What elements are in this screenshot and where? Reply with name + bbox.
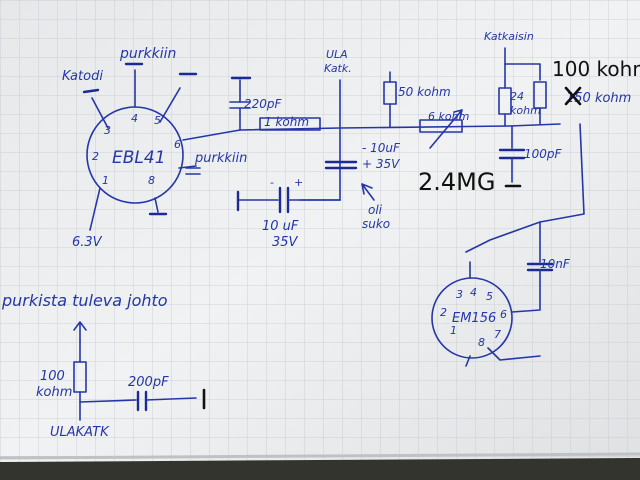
cap10-minus: - <box>270 176 274 189</box>
pin1-lead <box>89 187 101 231</box>
label-10nf: 10nF <box>540 257 571 271</box>
oli-suko-arrow <box>361 183 375 201</box>
tube-left-pin-3: 3 <box>104 124 111 137</box>
lower-right-wiring: 10nF <box>465 123 585 313</box>
label-50kohm: 50 kohm <box>398 85 451 99</box>
label-purkista-tuleva-johto: purkista tuleva johto <box>1 291 168 310</box>
potentiometer-body <box>419 119 463 133</box>
pin3-terminal <box>82 88 100 94</box>
resistor-50kohm-group: 50 kohm <box>383 71 451 128</box>
em-pin8-lead <box>465 355 471 367</box>
tube-left-pin-8: 8 <box>148 174 155 187</box>
tube-left-pin-6: 6 <box>174 138 181 151</box>
pin7-double-mark <box>185 167 201 175</box>
tube-right-pin-2: 2 <box>440 306 447 319</box>
tube-left-pin-1: 1 <box>102 174 109 187</box>
label-100kohm: 100 kohm <box>552 57 640 81</box>
label-note-kohm: kohm <box>36 385 72 400</box>
label-6-3v: 6.3V <box>72 235 103 250</box>
label-ulakatk: ULAKATK <box>50 425 110 440</box>
tube-right-pin-3: 3 <box>456 288 463 301</box>
top-signal-rail: 220pF 1 kohm <box>229 76 561 131</box>
katk-split <box>504 63 541 81</box>
label-24: 24 <box>510 90 524 103</box>
rail-line <box>239 123 561 131</box>
c10nf-lead-bottom <box>511 269 541 313</box>
tube-right-pin-1: 1 <box>450 324 457 337</box>
note-arrow-up <box>73 321 87 341</box>
tube-em156: 3 4 5 2 1 6 8 7 EM156 <box>431 261 541 367</box>
tube-left-pin-5: 5 <box>154 114 161 127</box>
cap10-plus: + <box>294 176 303 189</box>
label-purkkiin-right: purkkiin <box>194 151 247 166</box>
label-2-4mg: 2.4MG <box>418 168 495 196</box>
pin5-lead <box>159 87 181 123</box>
tube-right-pin-6: 6 <box>500 308 507 321</box>
label-kohm-24: kohm <box>510 104 541 117</box>
pin3-lead <box>91 97 109 129</box>
note-cap-plates <box>136 390 148 412</box>
lower-note: purkista tuleva johto 100 kohm 200pF ULA… <box>1 291 206 440</box>
page-stack-edge <box>0 452 640 460</box>
tube-em156-outline <box>431 277 513 359</box>
label-35v-top: + 35V <box>362 157 400 171</box>
label-ula: ULA <box>326 48 348 61</box>
tube-right-pin-4: 4 <box>470 286 477 299</box>
resistor-1kohm <box>259 117 321 131</box>
tube-right-name: EM156 <box>452 311 496 326</box>
tube-left-name: EBL41 <box>112 148 166 168</box>
tube-right-pin-7: 7 <box>494 328 501 341</box>
label-6kohm: 6 kohm <box>428 110 469 123</box>
desk-edge <box>0 458 640 480</box>
tube-ebl41: 3 4 5 6 2 1 8 EBL41 Katodi purkkiin purk… <box>62 46 247 250</box>
label-10uf-top: - 10uF <box>362 141 401 155</box>
em-pin7-lead <box>487 347 541 361</box>
label-katkaisin: Katkaisin <box>484 30 534 43</box>
note-wire-to-cap <box>79 399 137 403</box>
tube-right-pin-8: 8 <box>478 336 485 349</box>
tube-left-pin-4: 4 <box>131 112 138 125</box>
label-35v-bottom: 35V <box>272 235 299 250</box>
strike-mark <box>564 86 582 106</box>
label-note-200pf: 200pF <box>128 375 169 390</box>
label-purkkiin-top: purkkiin <box>119 46 176 62</box>
pin6-lead <box>182 129 241 141</box>
cap-10uf-bottom: - + 10 uF 35V <box>236 176 341 250</box>
ula-katk-branch: ULA Katk. - 10uF + 35V oli suko <box>324 48 401 231</box>
label-note-100: 100 <box>40 369 65 384</box>
tube-left-pin-2: 2 <box>92 150 99 163</box>
label-katodi: Katodi <box>62 69 103 84</box>
label-220pf: 220pF <box>244 97 283 111</box>
label-1kohm: 1 kohm <box>264 115 309 129</box>
pot-arrow <box>429 109 463 149</box>
label-crossed-value: 150 kohm <box>566 91 631 106</box>
label-10uf-bottom: 10 uF <box>262 219 299 234</box>
tube-right-pin-5: 5 <box>486 290 493 303</box>
katkaisin-group: Katkaisin 24 kohm 100 kohm 150 kohm 100p… <box>484 30 640 188</box>
label-katk: Katk. <box>324 62 352 75</box>
label-100pf: 100pF <box>524 147 563 161</box>
pin7-lead <box>178 165 197 169</box>
label-oli: oli <box>368 203 383 217</box>
note-wire-right <box>145 397 197 401</box>
potentiometer-group: 6 kohm 2.4MG <box>418 109 495 196</box>
pin8-lead <box>154 197 159 213</box>
grid-lines <box>0 0 640 462</box>
label-suko: suko <box>362 217 390 231</box>
